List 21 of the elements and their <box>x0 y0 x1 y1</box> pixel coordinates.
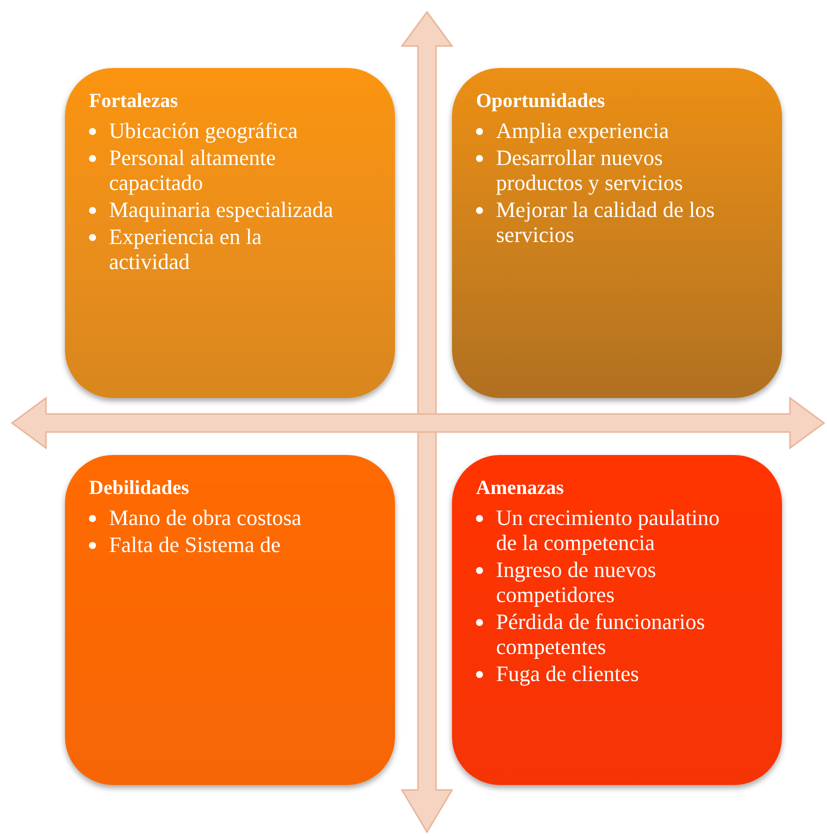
quadrant-card <box>65 455 395 785</box>
bullet-text: Pérdida de funcionarios competentes <box>496 609 706 659</box>
bullet-text: Un crecimiento paulatino de la competencia <box>496 505 721 555</box>
bullet-text: Ubicación geográfica <box>109 118 298 143</box>
quadrant-heading: Debilidades <box>89 476 190 501</box>
bullet-text: Mano de obra costosa <box>109 505 302 530</box>
quadrant-card <box>452 455 782 785</box>
bullet-text: Personal altamente capacitado <box>109 145 277 195</box>
bullet-text: Desarrollar nuevos productos y servicios <box>496 145 684 195</box>
bullet-text: Amplia experiencia <box>496 118 669 143</box>
bullet-text: Falta de Sistema de <box>109 532 281 557</box>
bullet-text: Mejorar la calidad de los servicios <box>496 197 716 247</box>
bullet-text: Experiencia en la actividad <box>109 224 263 274</box>
quadrant-card <box>452 68 782 398</box>
bullet-text: Fuga de clientes <box>496 661 639 686</box>
quadrant-card <box>65 68 395 398</box>
quadrant-heading: Amenazas <box>476 476 565 501</box>
quadrant-heading: Fortalezas <box>89 89 179 114</box>
bullet-text: Ingreso de nuevos competidores <box>496 557 658 607</box>
bullet-text: Maquinaria especializada <box>109 197 334 222</box>
quadrant-heading: Oportunidades <box>476 89 606 114</box>
